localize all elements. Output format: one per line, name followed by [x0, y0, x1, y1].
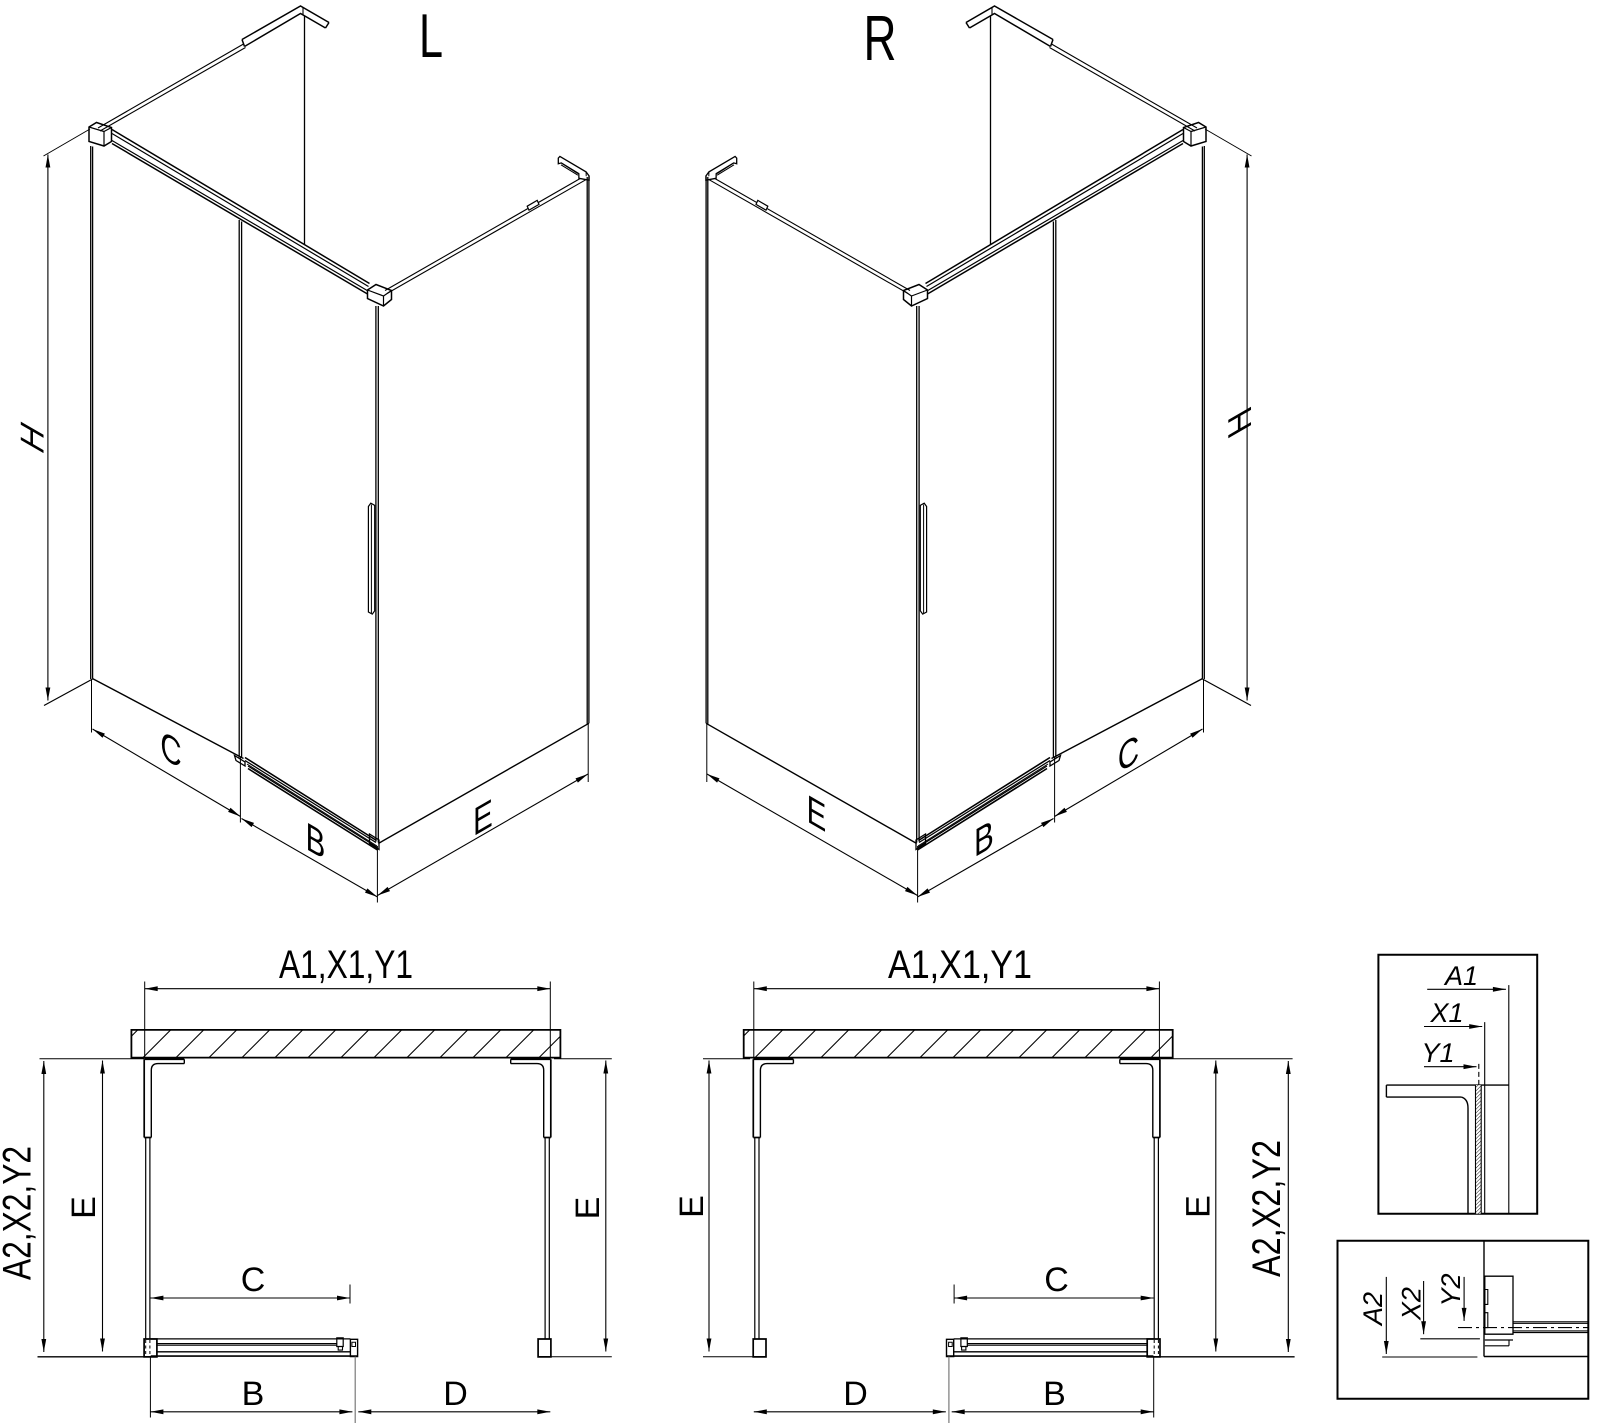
svg-text:B: B — [306, 814, 326, 869]
svg-text:B: B — [974, 812, 994, 867]
svg-text:A1,X1,Y1: A1,X1,Y1 — [888, 943, 1032, 987]
svg-text:E: E — [1180, 1195, 1218, 1218]
svg-text:C: C — [1118, 726, 1139, 782]
svg-text:A2,X2,Y2: A2,X2,Y2 — [0, 1146, 40, 1280]
svg-text:C: C — [241, 1261, 266, 1299]
svg-text:B: B — [1043, 1375, 1066, 1413]
svg-text:D: D — [843, 1375, 868, 1413]
svg-text:B: B — [242, 1375, 265, 1413]
svg-text:Y2: Y2 — [1436, 1273, 1466, 1306]
svg-text:Y1: Y1 — [1421, 1038, 1454, 1068]
svg-text:C: C — [160, 722, 181, 778]
svg-text:C: C — [1044, 1261, 1069, 1299]
svg-text:D: D — [443, 1375, 468, 1413]
svg-text:E: E — [65, 1196, 103, 1219]
svg-text:X2: X2 — [1397, 1287, 1427, 1321]
svg-text:A1: A1 — [1443, 961, 1478, 991]
svg-text:E: E — [569, 1197, 607, 1220]
svg-text:X1: X1 — [1429, 998, 1463, 1028]
svg-text:E: E — [673, 1195, 711, 1218]
svg-text:A2,X2,Y2: A2,X2,Y2 — [1245, 1140, 1289, 1277]
svg-text:A1,X1,Y1: A1,X1,Y1 — [279, 943, 413, 987]
svg-text:E: E — [807, 787, 827, 842]
svg-text:E: E — [473, 791, 493, 846]
svg-text:L: L — [419, 2, 443, 71]
svg-text:R: R — [864, 2, 897, 74]
svg-text:A2: A2 — [1358, 1292, 1388, 1327]
